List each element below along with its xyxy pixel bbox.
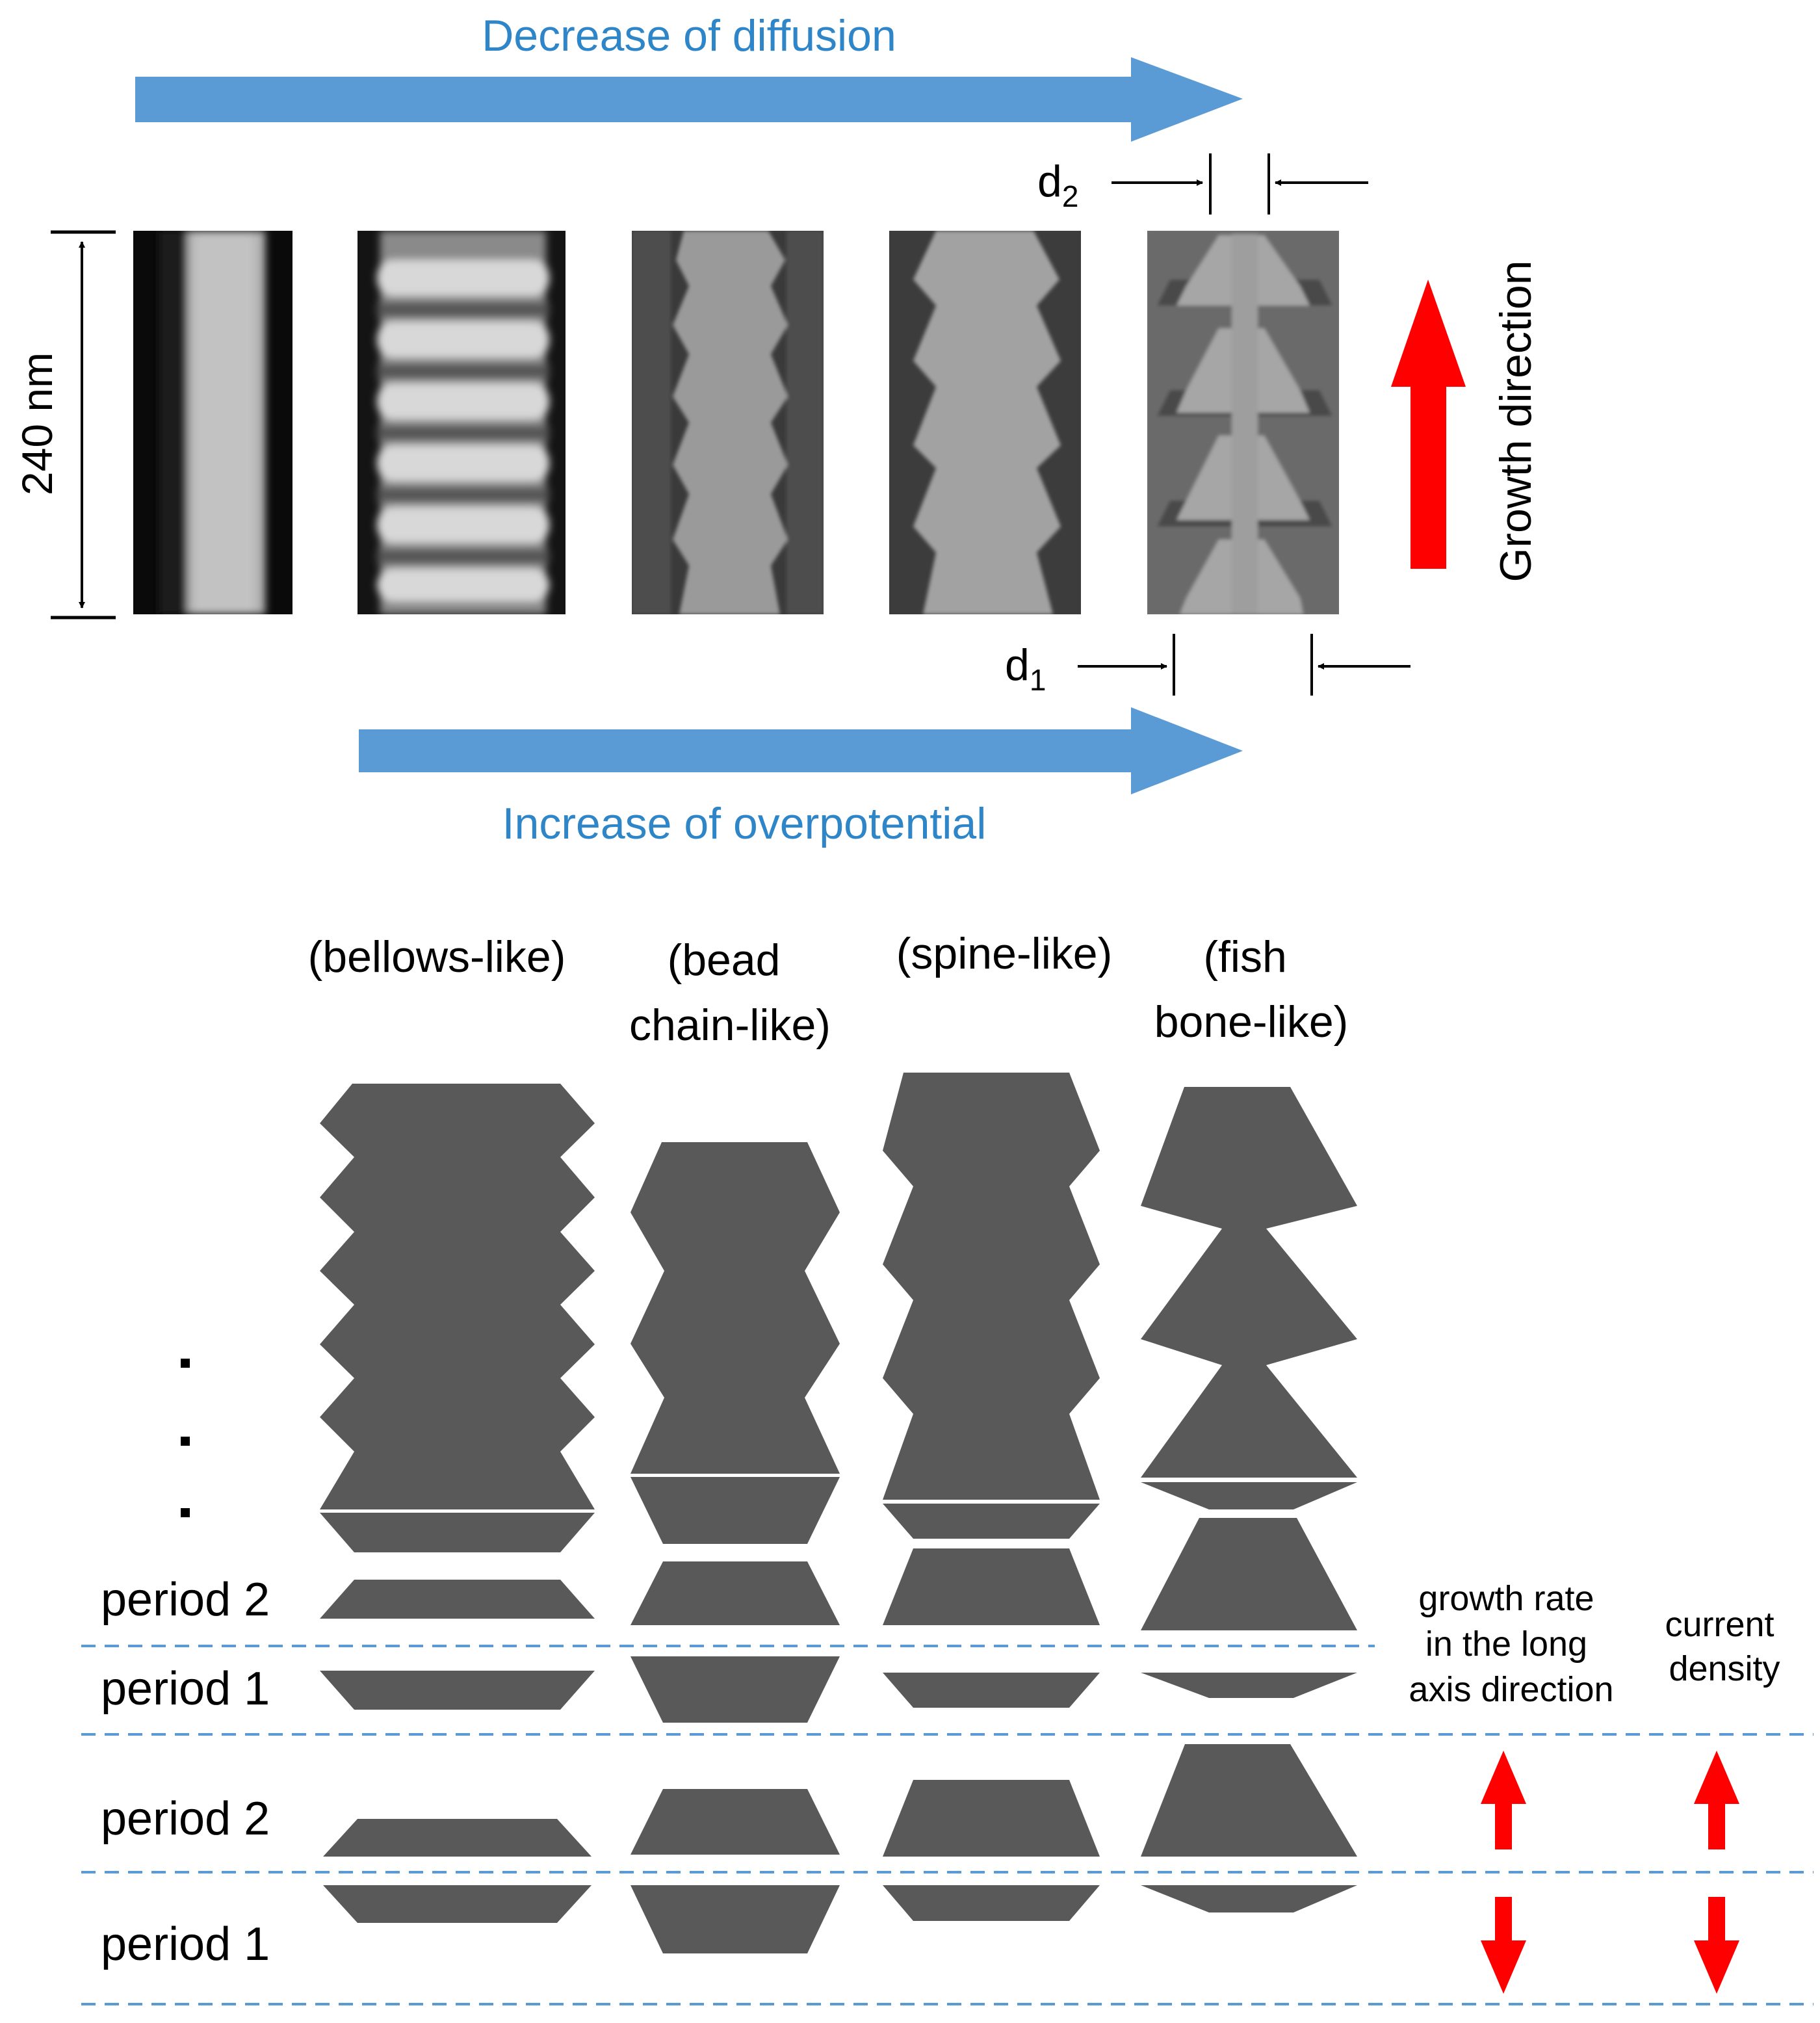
growth-direction-label: Growth direction — [1491, 260, 1540, 582]
fish-bone-stack — [1141, 1087, 1357, 1478]
fish-bone-lower-period-1 — [1141, 1885, 1357, 1912]
row-label-upper-period-1: period 1 — [101, 1663, 270, 1715]
sem-panel-1 — [133, 231, 292, 614]
d1-measurement: d1 — [1005, 634, 1410, 697]
row-label-upper-period-2: period 2 — [101, 1574, 270, 1626]
bead-chain-lower-period-1 — [630, 1885, 840, 1953]
d2-measurement: d2 — [1037, 153, 1368, 215]
bottom-section: (bellows-like) (bead chain-like) (spine-… — [81, 929, 1814, 2005]
blue-right-arrow-icon — [359, 707, 1243, 794]
fish-bone-upper-period-2-top — [1141, 1482, 1357, 1509]
sem-panel-4 — [889, 231, 1081, 614]
red-down-arrow-icon — [1481, 1897, 1526, 1994]
bead-chain-shapes — [630, 1142, 840, 1953]
fish-bone-lower-period-2 — [1141, 1744, 1357, 1857]
blue-right-arrow-icon — [135, 57, 1243, 142]
sem-panel-3 — [632, 231, 824, 614]
bellows-lower-period-1 — [323, 1885, 592, 1923]
bellows-upper-period-2-top — [320, 1513, 595, 1552]
bead-chain-upper-period-2 — [630, 1561, 840, 1625]
sem-panel-2 — [358, 231, 566, 614]
bellows-shapes — [320, 1084, 595, 1923]
bead-chain-stack — [630, 1142, 840, 1474]
bellows-upper-period-1 — [320, 1671, 595, 1710]
bellows-stack — [320, 1084, 595, 1509]
growth-rate-legend: growth rate in the long axis direction — [1409, 1579, 1613, 1709]
d1-label: d1 — [1005, 640, 1046, 697]
fish-bone-upper-period-2 — [1141, 1518, 1357, 1630]
red-up-arrow-icon — [1391, 280, 1466, 569]
sem-panel-5 — [1147, 231, 1339, 614]
overpotential-label: Increase of overpotential — [502, 799, 987, 848]
column-label-bellows: (bellows-like) — [308, 932, 566, 982]
column-label-spine: (spine-like) — [896, 929, 1113, 978]
row-label-lower-period-2: period 2 — [101, 1793, 270, 1845]
dashed-separators — [81, 1645, 1814, 2005]
bead-chain-lower-period-2 — [630, 1789, 840, 1855]
spine-shapes — [883, 1073, 1100, 1921]
column-label-bead-chain: (bead chain-like) — [629, 935, 831, 1050]
top-section: Decrease of diffusion d2 240 nm — [13, 11, 1540, 848]
bellows-upper-period-2 — [320, 1580, 595, 1619]
fish-bone-shapes — [1141, 1087, 1357, 1912]
red-up-arrow-icon — [1694, 1751, 1739, 1849]
spine-upper-period-2 — [883, 1548, 1100, 1625]
spine-lower-period-2 — [883, 1780, 1100, 1857]
bellows-lower-period-2 — [323, 1819, 592, 1857]
red-down-arrow-icon — [1694, 1897, 1739, 1994]
row-label-lower-period-1: period 1 — [101, 1918, 270, 1970]
d2-label: d2 — [1037, 157, 1078, 213]
diffusion-label: Decrease of diffusion — [482, 11, 896, 60]
red-up-arrow-icon — [1481, 1751, 1526, 1849]
scale-bar: 240 nm — [13, 230, 116, 620]
current-density-legend: current density — [1665, 1605, 1784, 1688]
column-label-fish-bone: (fish bone-like) — [1154, 932, 1349, 1047]
spine-upper-period-1 — [883, 1673, 1100, 1708]
bead-chain-upper-period-1 — [630, 1656, 840, 1723]
spine-stack — [883, 1073, 1100, 1500]
ellipsis-dots — [181, 1359, 190, 1517]
spine-lower-period-1 — [883, 1885, 1100, 1921]
spine-upper-period-2-top — [883, 1504, 1100, 1539]
fish-bone-upper-period-1 — [1141, 1673, 1357, 1698]
bead-chain-upper-period-2-top — [630, 1477, 840, 1544]
scale-label: 240 nm — [13, 352, 61, 495]
